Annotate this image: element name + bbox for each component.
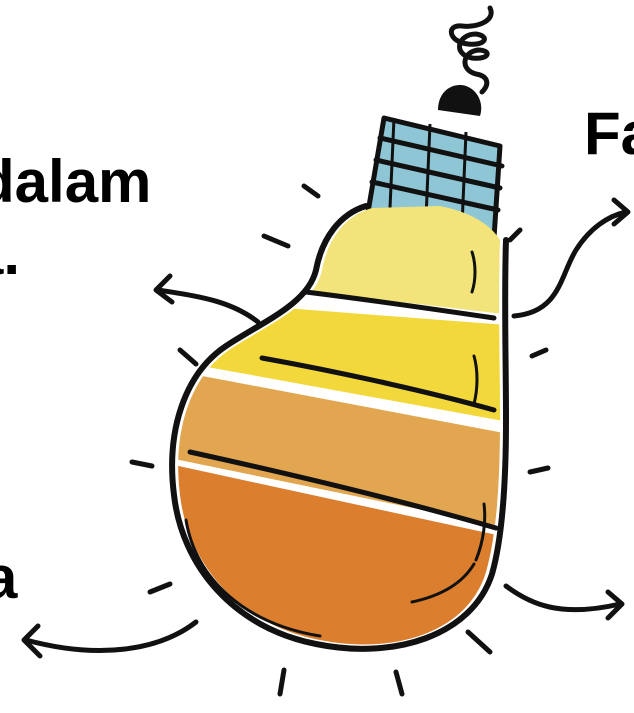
arrow-upper-left [158,290,258,322]
wire-coil [451,8,491,92]
arrow-upper-right [514,212,626,316]
arrow-lower-left [26,622,196,650]
bulb-cap [438,85,481,116]
arrow-lower-right [506,586,620,610]
